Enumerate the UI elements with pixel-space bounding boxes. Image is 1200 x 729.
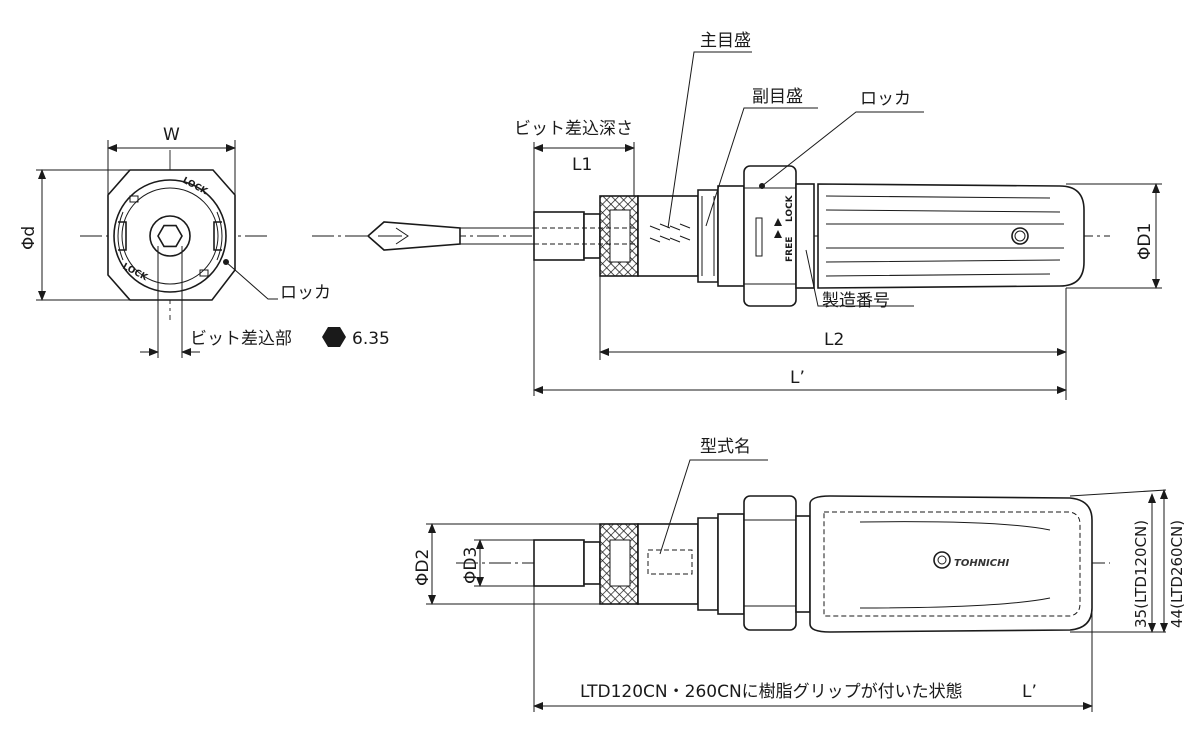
hexagon-icon [322, 327, 346, 347]
sub-scale-label: 副目盛 [752, 87, 803, 107]
bit-socket-size: 6.35 [352, 329, 390, 349]
bit-socket-label: ビット差込部 [190, 329, 292, 349]
serial-no-label: 製造番号 [822, 291, 890, 311]
side-view-bottom: TOHNICHI 型式名 ΦD2 ΦD3 35(LTD120CN) 44(LTD… [413, 437, 1186, 712]
tohnichi-logo-icon: TOHNICHI [933, 551, 1009, 569]
l-prime-bottom-label: L’ [1022, 682, 1037, 702]
side-view-top: LOCK FREE ビット差込深さ L1 ΦD1 L2 L’ [312, 31, 1162, 400]
phi-d-label: Φd [19, 226, 39, 250]
arrowhead-icon [774, 218, 782, 226]
brand-text: TOHNICHI [954, 558, 1009, 569]
bottom-caption: LTD120CN・260CNに樹脂グリップが付いた状態 [580, 682, 963, 702]
phi-d2-label: ΦD2 [413, 549, 433, 586]
locker-top-label: ロッカ [860, 89, 911, 109]
l-prime-top-label: L’ [790, 368, 805, 388]
phi-d1-label: ΦD1 [1135, 223, 1155, 260]
l1-label: L1 [572, 155, 592, 175]
model-name-label: 型式名 [700, 437, 751, 457]
l2-label: L2 [824, 330, 844, 350]
locker-side-label: ロッカ [280, 283, 331, 303]
w-dimension-label: W [163, 125, 180, 145]
lock-marking: LOCK [785, 194, 795, 222]
phi-d3-label: ΦD3 [461, 547, 481, 584]
end-view: LOCK LOCK ロッカ W Φd ビット差込部 6.35 [19, 125, 390, 358]
bit-depth-label: ビット差込深さ [514, 119, 633, 139]
main-scale-label: 主目盛 [700, 31, 751, 51]
main-scale-ticks [649, 223, 691, 243]
dim-35-label: 35(LTD120CN) [1132, 520, 1150, 628]
hex-socket [157, 224, 183, 248]
free-marking: FREE [785, 237, 795, 262]
dim-44-label: 44(LTD260CN) [1168, 520, 1186, 628]
